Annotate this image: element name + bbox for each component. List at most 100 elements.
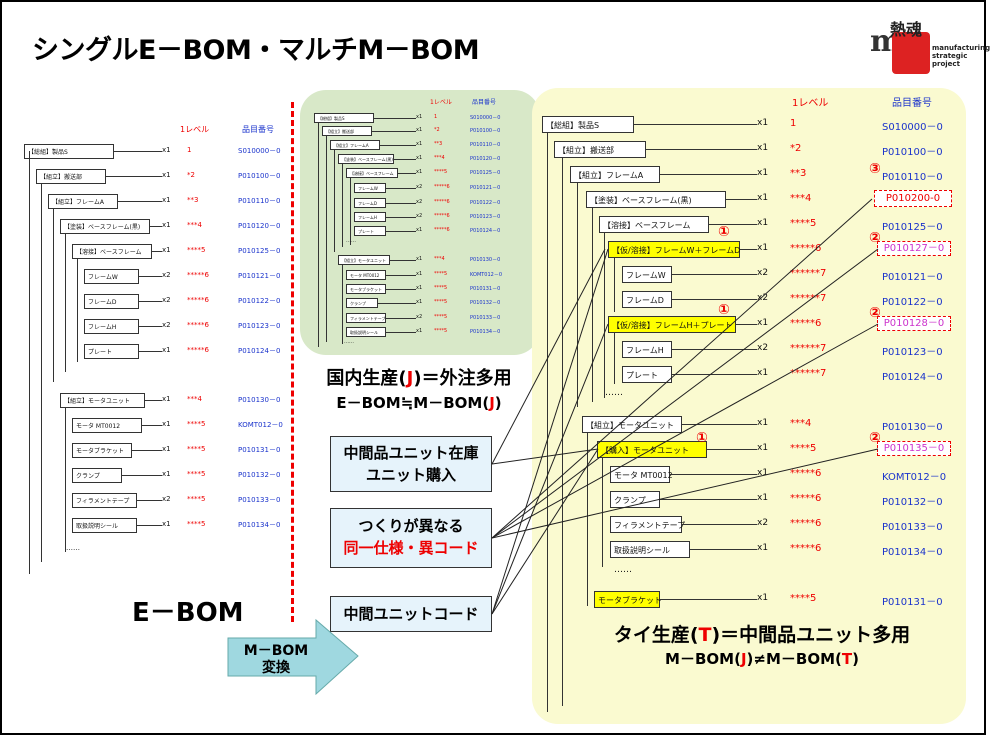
jbom-qty: x1 bbox=[416, 227, 423, 233]
ebom-level: *****6 bbox=[187, 321, 209, 329]
jbom-qty: x1 bbox=[416, 127, 423, 133]
logo-kanji: 熱魂 bbox=[890, 20, 923, 39]
tbom-level: **3 bbox=[790, 168, 807, 179]
ebom-qty: x1 bbox=[162, 196, 171, 204]
ebom-node: 【塗装】ベースフレーム(黒) bbox=[60, 219, 150, 234]
callout-intermediate-stock: 中間品ユニット在庫ユニット購入 bbox=[330, 436, 492, 492]
ebom-leader bbox=[106, 176, 162, 177]
tbom-caption-1: タイ生産(T)＝中間品ユニット多用 bbox=[613, 624, 911, 646]
jbom-qty: x2 bbox=[416, 213, 423, 219]
jbom-qty: x2 bbox=[416, 184, 423, 190]
ebom-level: **3 bbox=[187, 196, 199, 204]
ebom-ellipsis: …… bbox=[66, 544, 80, 552]
tbom-ellipsis2: …… bbox=[614, 565, 632, 575]
ebom-code: P010133－0 bbox=[238, 496, 281, 504]
tbom-leader bbox=[707, 449, 757, 450]
tbom-caption-2: M－BOM(J)≠M－BOM(T) bbox=[665, 650, 859, 668]
tbom-code: P010130－0 bbox=[882, 422, 943, 433]
jbom-node: フレームW bbox=[354, 183, 386, 193]
tbom-code: P010132－0 bbox=[882, 497, 943, 508]
jbom-node: プレート bbox=[354, 226, 386, 236]
tbom-leader bbox=[740, 249, 757, 250]
tbom-ellipsis: …… bbox=[605, 388, 623, 398]
tbom-node: クランプ bbox=[610, 491, 660, 508]
ebom-qty: x1 bbox=[162, 420, 171, 428]
tbom-qty: x1 bbox=[757, 193, 769, 203]
tree-connector bbox=[577, 182, 578, 407]
tbom-leader bbox=[672, 374, 757, 375]
ebom-node: 【溶接】ベースフレーム bbox=[72, 244, 152, 259]
jbom-caption-1: 国内生産(J)＝外注多用 bbox=[326, 368, 512, 389]
jbom-level: ***4 bbox=[434, 256, 445, 262]
tbom-leader bbox=[726, 199, 757, 200]
tree-connector bbox=[77, 259, 78, 362]
ebom-node: フレームH bbox=[84, 319, 139, 334]
tbom-qty: x1 bbox=[757, 318, 769, 328]
tbom-qty: x1 bbox=[757, 143, 769, 153]
ebom-code: P010125－0 bbox=[238, 247, 281, 255]
tbom-node: 【総組】製品S bbox=[542, 116, 634, 133]
ebom-level: ****5 bbox=[187, 246, 206, 254]
tbom-level: *****6 bbox=[790, 468, 822, 479]
tbom-header-code: 品目番号 bbox=[892, 98, 932, 109]
tbom-qty: x2 bbox=[757, 293, 769, 303]
jbom-leader bbox=[386, 188, 416, 189]
marker-two-a: ② bbox=[869, 230, 881, 246]
tree-connector bbox=[602, 457, 603, 567]
ebom-leader bbox=[118, 201, 162, 202]
jbom-level: *****6 bbox=[434, 213, 450, 219]
tbom-qty: x1 bbox=[757, 218, 769, 228]
ebom-qty: x2 bbox=[162, 495, 171, 503]
ebom-node: モータブラケット bbox=[72, 443, 132, 458]
tbom-qty: x2 bbox=[757, 268, 769, 278]
jbom-code: P010120－0 bbox=[470, 156, 501, 162]
marker-one-c: ① bbox=[696, 430, 708, 446]
jbom-node: 【組立】モータユニット bbox=[338, 255, 390, 265]
tree-connector bbox=[614, 257, 615, 312]
jbom-code: P010130－0 bbox=[470, 257, 501, 263]
tbom-code: P010100－0 bbox=[882, 147, 943, 158]
ebom-leader bbox=[139, 351, 162, 352]
jbom-leader bbox=[380, 145, 416, 146]
tbom-node: フレームD bbox=[622, 291, 672, 308]
ebom-qty: x2 bbox=[162, 296, 171, 304]
ebom-leader bbox=[137, 525, 162, 526]
tree-connector bbox=[587, 432, 588, 606]
ebom-code: P010100－0 bbox=[238, 172, 281, 180]
marker-two-b: ② bbox=[869, 305, 881, 321]
jbom-level: 1 bbox=[434, 114, 438, 120]
tbom-level: *****6 bbox=[790, 243, 822, 254]
jbom-node: フィラメントテープ bbox=[346, 313, 386, 323]
jbom-caption-2: E－BOM≒M－BOM(J) bbox=[336, 394, 502, 412]
jbom-node: モータブラケット bbox=[346, 284, 386, 294]
jbom-code: P010123－0 bbox=[470, 214, 501, 220]
jbom-qty: x1 bbox=[416, 256, 423, 262]
tree-connector bbox=[592, 207, 593, 402]
jbom-leader bbox=[386, 231, 416, 232]
ebom-code: KOMT012－0 bbox=[238, 421, 283, 429]
jbom-level: ****5 bbox=[434, 271, 448, 277]
tbom-leader bbox=[682, 424, 757, 425]
tbom-node: 【溶接】ベースフレーム bbox=[599, 216, 709, 233]
tbom-node: フレームH bbox=[622, 341, 672, 358]
ebom-level: 1 bbox=[187, 146, 192, 154]
tbom-code: P010123－0 bbox=[882, 347, 943, 358]
ebom-code: P010120－0 bbox=[238, 222, 281, 230]
jbom-leader bbox=[374, 118, 416, 119]
tbom-level: ******7 bbox=[790, 268, 827, 279]
ebom-leader bbox=[142, 425, 162, 426]
ebom-leader bbox=[122, 475, 162, 476]
tbom-code: P010110－0 bbox=[882, 172, 943, 183]
tbom-node: モータ MT0012 bbox=[610, 466, 673, 483]
jbom-level: ***4 bbox=[434, 155, 445, 161]
tbom-code: P010127－0 bbox=[877, 241, 951, 256]
ebom-leader bbox=[132, 450, 162, 451]
jbom-leader bbox=[386, 217, 416, 218]
jbom-leader bbox=[386, 332, 416, 333]
jbom-code: P010110－0 bbox=[470, 142, 501, 148]
ebom-qty: x1 bbox=[162, 221, 171, 229]
ebom-level: *****6 bbox=[187, 346, 209, 354]
ebom-leader bbox=[137, 500, 162, 501]
tbom-code: KOMT012－0 bbox=[882, 472, 947, 483]
